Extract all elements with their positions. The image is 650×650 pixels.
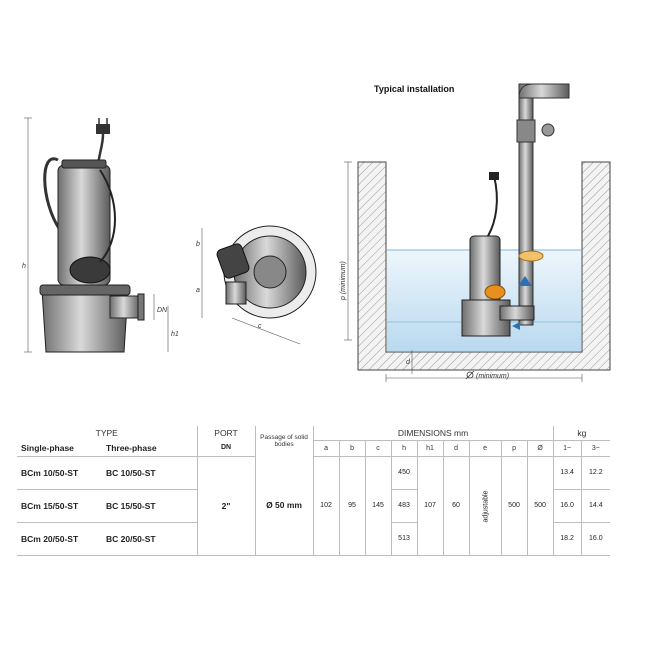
col-kg-single: 1~	[552, 439, 582, 457]
col-p: p	[500, 439, 528, 457]
header-passage: Passage of solid bodies	[254, 426, 314, 456]
typical-installation-diagram: Typical installation p (minimum) d	[340, 83, 611, 382]
col-d: d	[442, 439, 470, 457]
cell-a: 102	[312, 456, 340, 556]
cell-kg-three: 12.2	[580, 456, 611, 490]
cell-three: BC 20/50-ST	[102, 522, 198, 556]
col-diameter: Ø	[526, 439, 554, 457]
table-row: BCm 15/50-ST BC 15/50-ST 483 16.0 14.4	[17, 489, 611, 523]
dim-label-a: a	[196, 287, 200, 294]
cell-single: BCm 20/50-ST	[17, 522, 102, 556]
dim-label-h1: h1	[171, 331, 179, 338]
header-three-phase: Three-phase	[102, 440, 198, 457]
header-single-phase: Single-phase	[17, 440, 102, 457]
dim-label-b: b	[196, 241, 200, 248]
dim-label-p-min: p (minimum)	[340, 261, 347, 301]
plug-icon	[96, 124, 110, 134]
cell-three: BC 10/50-ST	[102, 456, 198, 490]
cell-h: 513	[390, 522, 418, 556]
col-a: a	[312, 439, 340, 457]
cell-h: 450	[390, 456, 418, 490]
cell-passage: Ø 50 mm	[254, 456, 314, 556]
cell-p: 500	[500, 456, 528, 556]
cell-e: adjustable	[481, 490, 489, 523]
col-c: c	[364, 439, 392, 457]
col-e: e	[468, 439, 502, 457]
header-port: PORT	[196, 426, 256, 440]
cell-port: 2"	[196, 456, 256, 556]
dim-label-d: d	[406, 359, 411, 366]
cell-kg-three: 16.0	[580, 522, 611, 556]
cell-kg-three: 14.4	[580, 489, 611, 523]
col-kg-three: 3~	[580, 439, 611, 457]
dim-label-dn: DN	[157, 307, 168, 314]
installation-title: Typical installation	[374, 84, 454, 94]
header-port-dn: DN	[196, 440, 256, 457]
pump-side-view: h DN h1	[22, 117, 179, 353]
col-b: b	[338, 439, 366, 457]
dim-label-h: h	[22, 263, 26, 270]
dim-label-diameter: (minimum)	[476, 373, 509, 380]
table-row: BCm 10/50-ST BC 10/50-ST 2" Ø 50 mm 102 …	[17, 456, 611, 556]
cell-three: BC 15/50-ST	[102, 489, 198, 523]
cell-diameter: 500	[526, 456, 554, 556]
cell-single: BCm 15/50-ST	[17, 489, 102, 523]
header-type: TYPE	[95, 428, 118, 438]
cell-kg-single: 18.2	[552, 522, 582, 556]
header-kg: kg	[552, 426, 611, 440]
diameter-icon	[466, 371, 474, 379]
col-h: h	[390, 439, 418, 457]
technical-drawings: h DN h1 b a c Typical installation	[22, 83, 611, 382]
cell-single: BCm 10/50-ST	[17, 456, 102, 490]
cell-b: 95	[338, 456, 366, 556]
col-h1: h1	[416, 439, 444, 457]
cell-kg-single: 13.4	[552, 456, 582, 490]
pump-top-view: b a c	[196, 225, 317, 345]
table-row: BCm 20/50-ST BC 20/50-ST 513 18.2 16.0	[17, 522, 611, 556]
cell-h: 483	[390, 489, 418, 523]
specification-table: TYPE PORT Passage of solid bodies DIMENS…	[17, 426, 611, 556]
cell-h1: 107	[416, 456, 444, 556]
cell-d: 60	[442, 456, 470, 556]
dim-label-c: c	[258, 323, 262, 330]
cell-kg-single: 16.0	[552, 489, 582, 523]
cell-c: 145	[364, 456, 392, 556]
header-dimensions: DIMENSIONS mm	[312, 426, 554, 440]
